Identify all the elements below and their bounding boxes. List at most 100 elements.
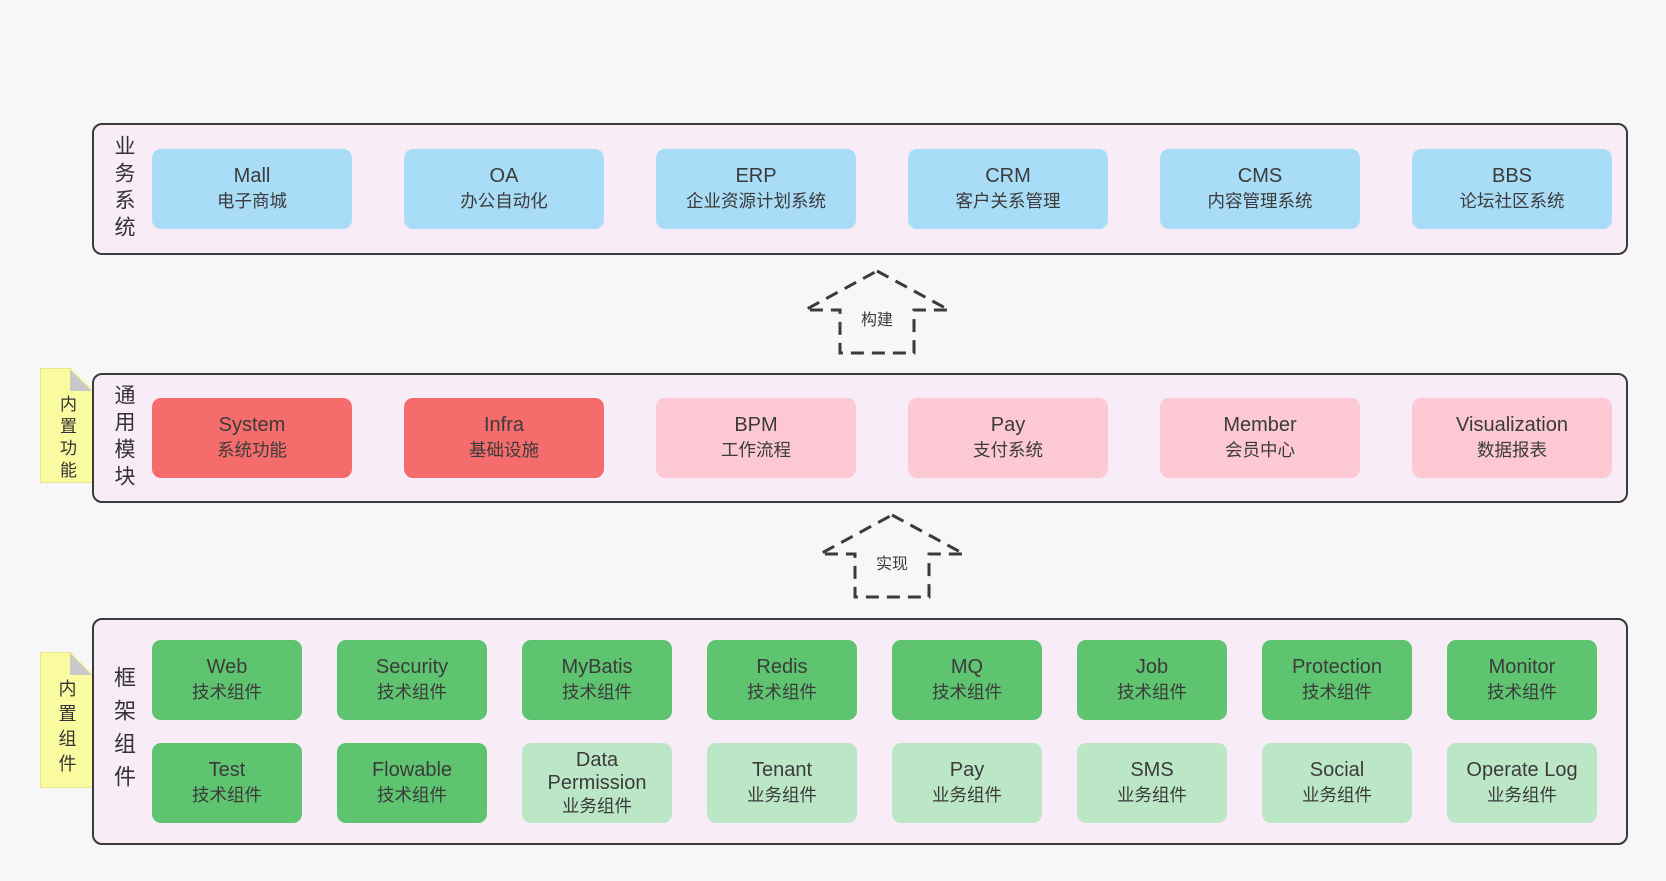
node-title: Member: [1223, 414, 1297, 436]
node-title: Visualization: [1456, 414, 1568, 436]
node-subtitle: 论坛社区系统: [1459, 191, 1565, 211]
node-subtitle: 业务组件: [932, 785, 1002, 805]
node-subtitle: 业务组件: [1117, 785, 1187, 805]
diagram-node-test: Test 技术组件: [152, 743, 302, 823]
diagram-node-bbs: BBS 论坛社区系统: [1412, 149, 1612, 229]
common-modules-panel-label: 通用模块: [94, 375, 152, 501]
node-subtitle: 系统功能: [217, 440, 287, 460]
framework-components-panel-body: Web 技术组件 Security 技术组件 MyBatis 技术组件 Redi…: [152, 620, 1626, 843]
node-title: Test: [208, 759, 246, 781]
node-subtitle: 内容管理系统: [1207, 191, 1313, 211]
built-in-features-sticky-note: 内置功能: [40, 368, 93, 483]
diagram-node-pay-system: Pay 支付系统: [908, 398, 1108, 478]
node-subtitle: 业务组件: [747, 785, 817, 805]
diagram-node-mall: Mall 电子商城: [152, 149, 352, 229]
node-subtitle: 业务组件: [1302, 785, 1372, 805]
node-title: Flowable: [371, 759, 453, 781]
node-subtitle: 技术组件: [377, 785, 447, 805]
framework-row-1: Web 技术组件 Security 技术组件 MyBatis 技术组件 Redi…: [152, 640, 1612, 720]
business-systems-row: Mall 电子商城 OA 办公自动化 ERP 企业资源计划系统 CRM 客户关系…: [152, 149, 1612, 229]
diagram-node-tenant: Tenant 业务组件: [707, 743, 857, 823]
node-subtitle: 技术组件: [932, 682, 1002, 702]
sticky-note-label: 内置功能: [57, 395, 76, 483]
common-modules-row: System 系统功能 Infra 基础设施 BPM 工作流程 Pay 支付系统…: [152, 398, 1612, 478]
node-subtitle: 客户关系管理: [955, 191, 1061, 211]
diagram-node-operate-log: Operate Log 业务组件: [1447, 743, 1597, 823]
node-subtitle: 企业资源计划系统: [686, 191, 826, 211]
diagram-node-job: Job 技术组件: [1077, 640, 1227, 720]
build-arrow-label: 构建: [857, 306, 897, 330]
node-title: Mall: [233, 165, 271, 187]
common-modules-panel: 通用模块 System 系统功能 Infra 基础设施 BPM 工作流程 Pay…: [92, 373, 1628, 503]
node-subtitle: 技术组件: [1487, 682, 1557, 702]
implement-arrow-label: 实现: [872, 550, 912, 574]
diagram-node-monitor: Monitor 技术组件: [1447, 640, 1597, 720]
node-subtitle: 技术组件: [1302, 682, 1372, 702]
node-subtitle: 办公自动化: [460, 191, 548, 211]
node-subtitle: 基础设施: [469, 440, 539, 460]
diagram-node-crm: CRM 客户关系管理: [908, 149, 1108, 229]
node-subtitle: 业务组件: [562, 795, 632, 816]
node-title: Security: [375, 656, 449, 678]
dashed-up-arrow-icon: [804, 269, 950, 355]
business-systems-panel-label: 业务系统: [94, 125, 152, 253]
node-subtitle: 电子商城: [217, 191, 287, 211]
node-subtitle: 数据报表: [1477, 440, 1547, 460]
node-title: Data Permission: [547, 748, 647, 794]
diagram-node-social: Social 业务组件: [1262, 743, 1412, 823]
node-title: System: [218, 414, 286, 436]
node-title: Social: [1309, 759, 1365, 781]
node-title: Job: [1135, 656, 1169, 678]
diagram-node-protection: Protection 技术组件: [1262, 640, 1412, 720]
common-modules-panel-body: System 系统功能 Infra 基础设施 BPM 工作流程 Pay 支付系统…: [152, 375, 1626, 501]
panel-title: 框架组件: [111, 665, 136, 798]
diagram-node-web: Web 技术组件: [152, 640, 302, 720]
sticky-note-label: 内置组件: [56, 679, 77, 779]
node-title: CRM: [985, 165, 1031, 187]
build-arrow: 构建: [802, 268, 952, 356]
node-title: Operate Log: [1466, 759, 1578, 781]
node-subtitle: 技术组件: [562, 682, 632, 702]
node-title: ERP: [735, 165, 777, 187]
node-subtitle: 支付系统: [973, 440, 1043, 460]
diagram-node-redis: Redis 技术组件: [707, 640, 857, 720]
framework-row-2: Test 技术组件 Flowable 技术组件 Data Permission …: [152, 743, 1612, 823]
node-title: Infra: [483, 414, 525, 436]
diagram-node-mybatis: MyBatis 技术组件: [522, 640, 672, 720]
diagram-node-infra: Infra 基础设施: [404, 398, 604, 478]
built-in-components-sticky-note: 内置组件: [40, 652, 93, 788]
framework-components-panel-label: 框架组件: [94, 620, 152, 843]
node-subtitle: 技术组件: [747, 682, 817, 702]
node-title: Tenant: [751, 759, 813, 781]
node-subtitle: 会员中心: [1225, 440, 1295, 460]
diagram-node-bpm: BPM 工作流程: [656, 398, 856, 478]
node-title: Web: [206, 656, 248, 678]
node-title: Pay: [990, 414, 1026, 436]
diagram-node-cms: CMS 内容管理系统: [1160, 149, 1360, 229]
business-systems-panel: 业务系统 Mall 电子商城 OA 办公自动化 ERP 企业资源计划系统 CRM…: [92, 123, 1628, 255]
panel-title: 业务系统: [112, 135, 135, 243]
folded-corner-icon: [70, 653, 92, 675]
node-title: Protection: [1291, 656, 1383, 678]
diagram-node-oa: OA 办公自动化: [404, 149, 604, 229]
node-subtitle: 技术组件: [377, 682, 447, 702]
diagram-node-member: Member 会员中心: [1160, 398, 1360, 478]
node-title: MQ: [950, 656, 984, 678]
diagram-node-mq: MQ 技术组件: [892, 640, 1042, 720]
implement-arrow: 实现: [817, 512, 967, 600]
node-title: BBS: [1491, 165, 1533, 187]
diagram-node-system: System 系统功能: [152, 398, 352, 478]
node-title: Monitor: [1488, 656, 1556, 678]
diagram-node-erp: ERP 企业资源计划系统: [656, 149, 856, 229]
diagram-node-visualization: Visualization 数据报表: [1412, 398, 1612, 478]
node-subtitle: 技术组件: [192, 682, 262, 702]
folded-corner-icon: [70, 369, 92, 391]
node-subtitle: 技术组件: [1117, 682, 1187, 702]
node-title: Redis: [756, 656, 808, 678]
node-title: CMS: [1237, 165, 1283, 187]
business-systems-panel-body: Mall 电子商城 OA 办公自动化 ERP 企业资源计划系统 CRM 客户关系…: [152, 125, 1626, 253]
node-title: SMS: [1130, 759, 1174, 781]
node-subtitle: 业务组件: [1487, 785, 1557, 805]
panel-title: 通用模块: [112, 384, 135, 492]
node-title: Pay: [949, 759, 985, 781]
